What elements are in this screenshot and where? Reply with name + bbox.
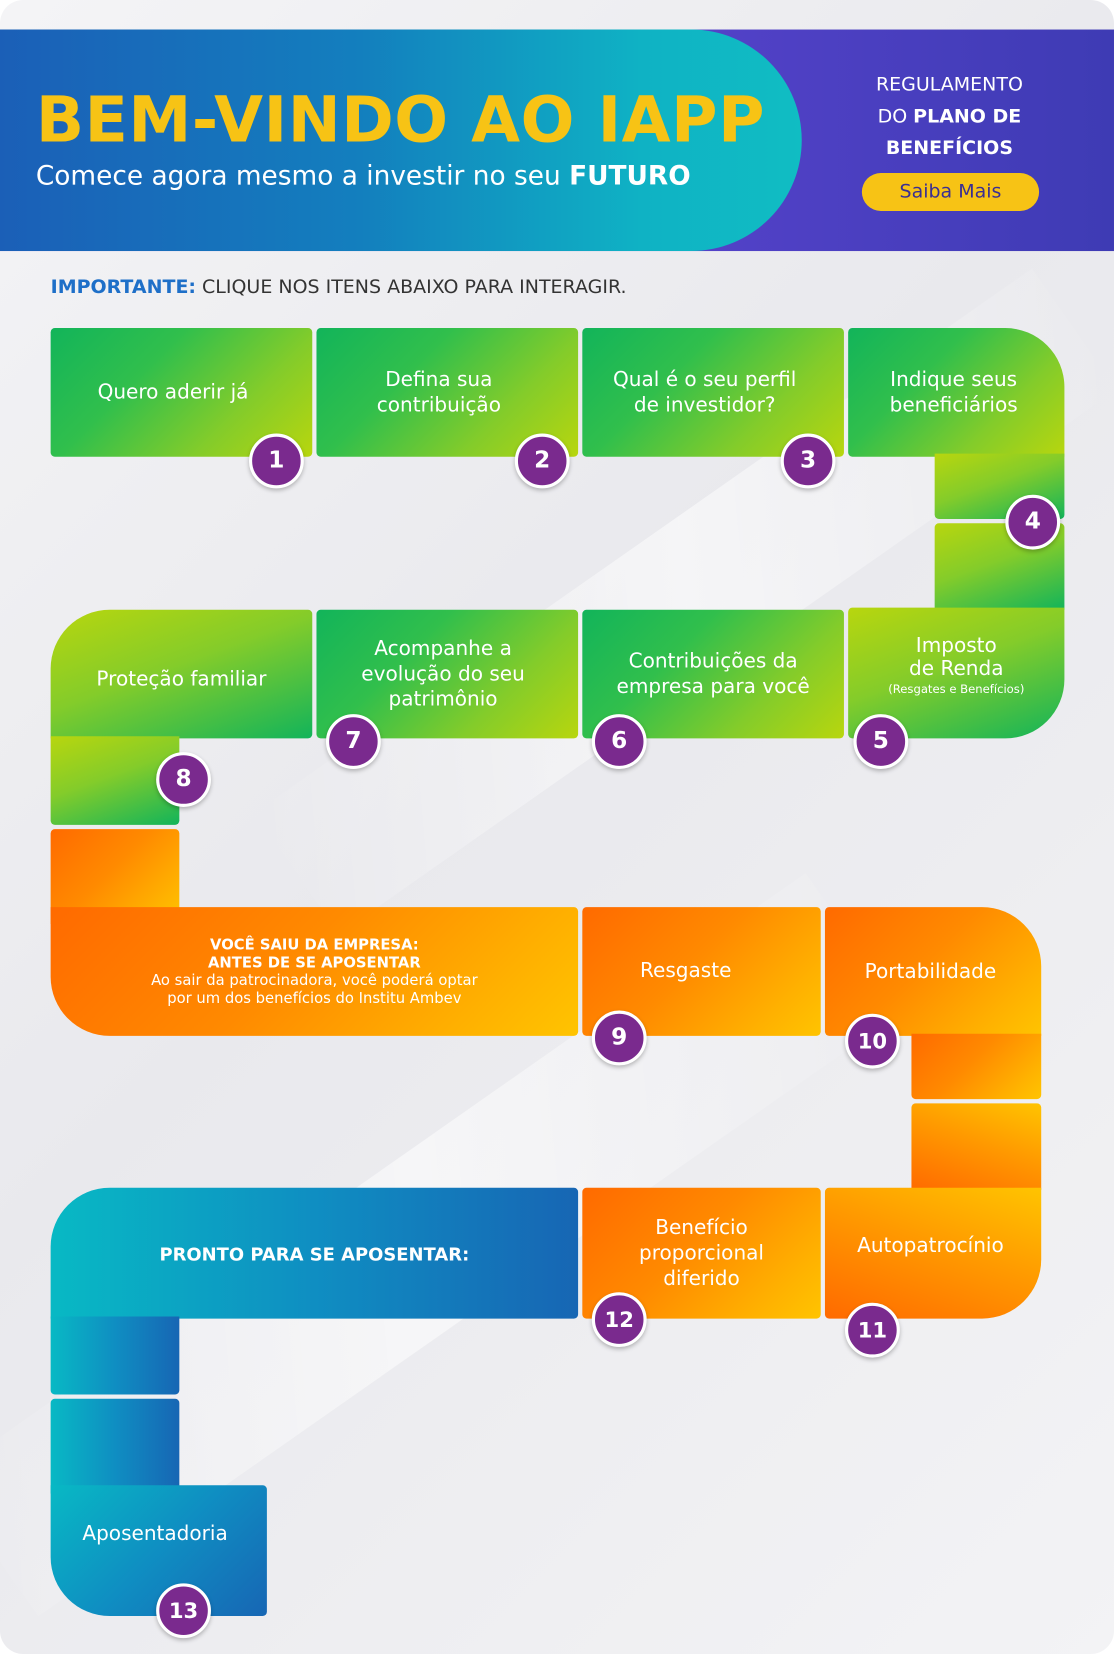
page-title: BEM-VINDO AO IAPP	[35, 83, 766, 158]
step-1-label: Quero aderir já	[97, 380, 249, 405]
retirement-ready-tile[interactable]: PRONTO PARA SE APOSENTAR:	[50, 1187, 579, 1319]
regulation-prefix: DO	[877, 105, 914, 128]
step-3-label-line2: de investidor?	[633, 393, 776, 417]
regulation-line-3: BENEFÍCIOS	[885, 137, 1014, 160]
notice-label: IMPORTANTE:	[50, 276, 197, 299]
step-2-label-line1: Defina sua	[385, 368, 493, 392]
step-2-label-line2: contribuição	[376, 393, 501, 417]
step-7-label-line2: evolução do seu	[361, 662, 525, 686]
step-7-label-line3: patrimônio	[388, 687, 498, 711]
leave-company-text-line2: por um dos benefícios do Institu Ambev	[167, 990, 462, 1008]
step-10-tile[interactable]: Portabilidade	[824, 907, 1042, 1036]
step-11-tile-extension[interactable]	[911, 1103, 1042, 1190]
leave-company-tile[interactable]: VOCÊ SAIU DA EMPRESA: ANTES DE SE APOSEN…	[50, 907, 579, 1036]
step-10-badge[interactable]: 10	[844, 1013, 900, 1069]
step-8-badge[interactable]: 8	[156, 752, 211, 807]
step-4-label-line1: Indique seus	[890, 368, 1018, 392]
regulation-emphasis: PLANO DE	[913, 105, 1022, 128]
retirement-ready-label: PRONTO PARA SE APOSENTAR:	[159, 1244, 470, 1266]
retirement-ready-tile-extension[interactable]	[50, 1316, 180, 1395]
step-5-label-line2: de Renda	[909, 657, 1004, 681]
important-notice: IMPORTANTE: CLIQUE NOS ITENS ABAIXO PARA…	[51, 276, 627, 298]
step-10-tile-extension[interactable]	[911, 1033, 1042, 1100]
step-4-badge[interactable]: 4	[1005, 494, 1061, 550]
step-8-tile[interactable]: Proteção familiar	[50, 609, 313, 739]
step-4-tile[interactable]: Indique seus beneficiários	[848, 328, 1065, 457]
step-12-label-line1: Benefício	[655, 1216, 748, 1240]
step-6-badge[interactable]: 6	[591, 714, 647, 769]
step-2-badge[interactable]: 2	[514, 433, 570, 489]
regulation-line-2: DO PLANO DE	[844, 101, 1055, 133]
notice-text: CLIQUE NOS ITENS ABAIXO PARA INTERAGIR.	[196, 276, 627, 299]
step-7-label-line1: Acompanhe a	[374, 637, 512, 661]
subtitle-text: Comece agora mesmo a investir no seu	[35, 160, 570, 191]
step-3-tile[interactable]: Qual é o seu perfil de investidor?	[582, 328, 844, 457]
step-3-badge[interactable]: 3	[780, 433, 836, 489]
step-12-label-line3: diferido	[663, 1266, 740, 1291]
step-9-label: Resgaste	[639, 958, 732, 983]
step-12-label-line2: proporcional	[639, 1241, 765, 1265]
step-5-badge[interactable]: 5	[853, 714, 909, 769]
step-6-label-line1: Contribuições da	[628, 649, 798, 673]
step-13-label: Aposentadoria	[82, 1522, 228, 1546]
step-13-badge[interactable]: 13	[156, 1583, 211, 1639]
step-5-label-line1: Imposto	[915, 633, 997, 658]
header-welcome-panel	[0, 29, 802, 252]
step-7-badge[interactable]: 7	[325, 714, 381, 769]
leave-company-subtitle: ANTES DE SE APOSENTAR	[208, 954, 421, 972]
step-12-badge[interactable]: 12	[591, 1292, 647, 1348]
step-13-tile[interactable]: Aposentadoria	[50, 1485, 267, 1617]
leave-company-title: VOCÊ SAIU DA EMPRESA:	[210, 936, 419, 954]
step-11-label: Autopatrocínio	[857, 1234, 1004, 1258]
leave-company-text-line1: Ao sair da patrocinadora, você poderá op…	[151, 972, 478, 990]
step-3-label-line1: Qual é o seu perfil	[612, 368, 797, 392]
step-1-badge[interactable]: 1	[248, 433, 304, 489]
page-subtitle: Comece agora mesmo a investir no seu FUT…	[36, 160, 691, 191]
step-11-tile[interactable]: Autopatrocínio	[824, 1187, 1042, 1319]
step-4-label-line2: beneficiários	[889, 393, 1018, 417]
step-8-label: Proteção familiar	[96, 667, 267, 691]
regulation-line-1: REGULAMENTO	[875, 73, 1023, 96]
saiba-mais-button[interactable]: Saiba Mais	[861, 172, 1040, 211]
subtitle-emphasis: FUTURO	[569, 160, 691, 191]
step-5-note: (Resgates e Benefícios)	[888, 682, 1025, 697]
step-11-badge[interactable]: 11	[844, 1302, 900, 1358]
step-6-label-line2: empresa para você	[616, 675, 810, 699]
step-13-tile-extension[interactable]	[50, 1398, 180, 1494]
step-9-badge[interactable]: 9	[591, 1010, 647, 1066]
step-10-label: Portabilidade	[864, 959, 997, 984]
